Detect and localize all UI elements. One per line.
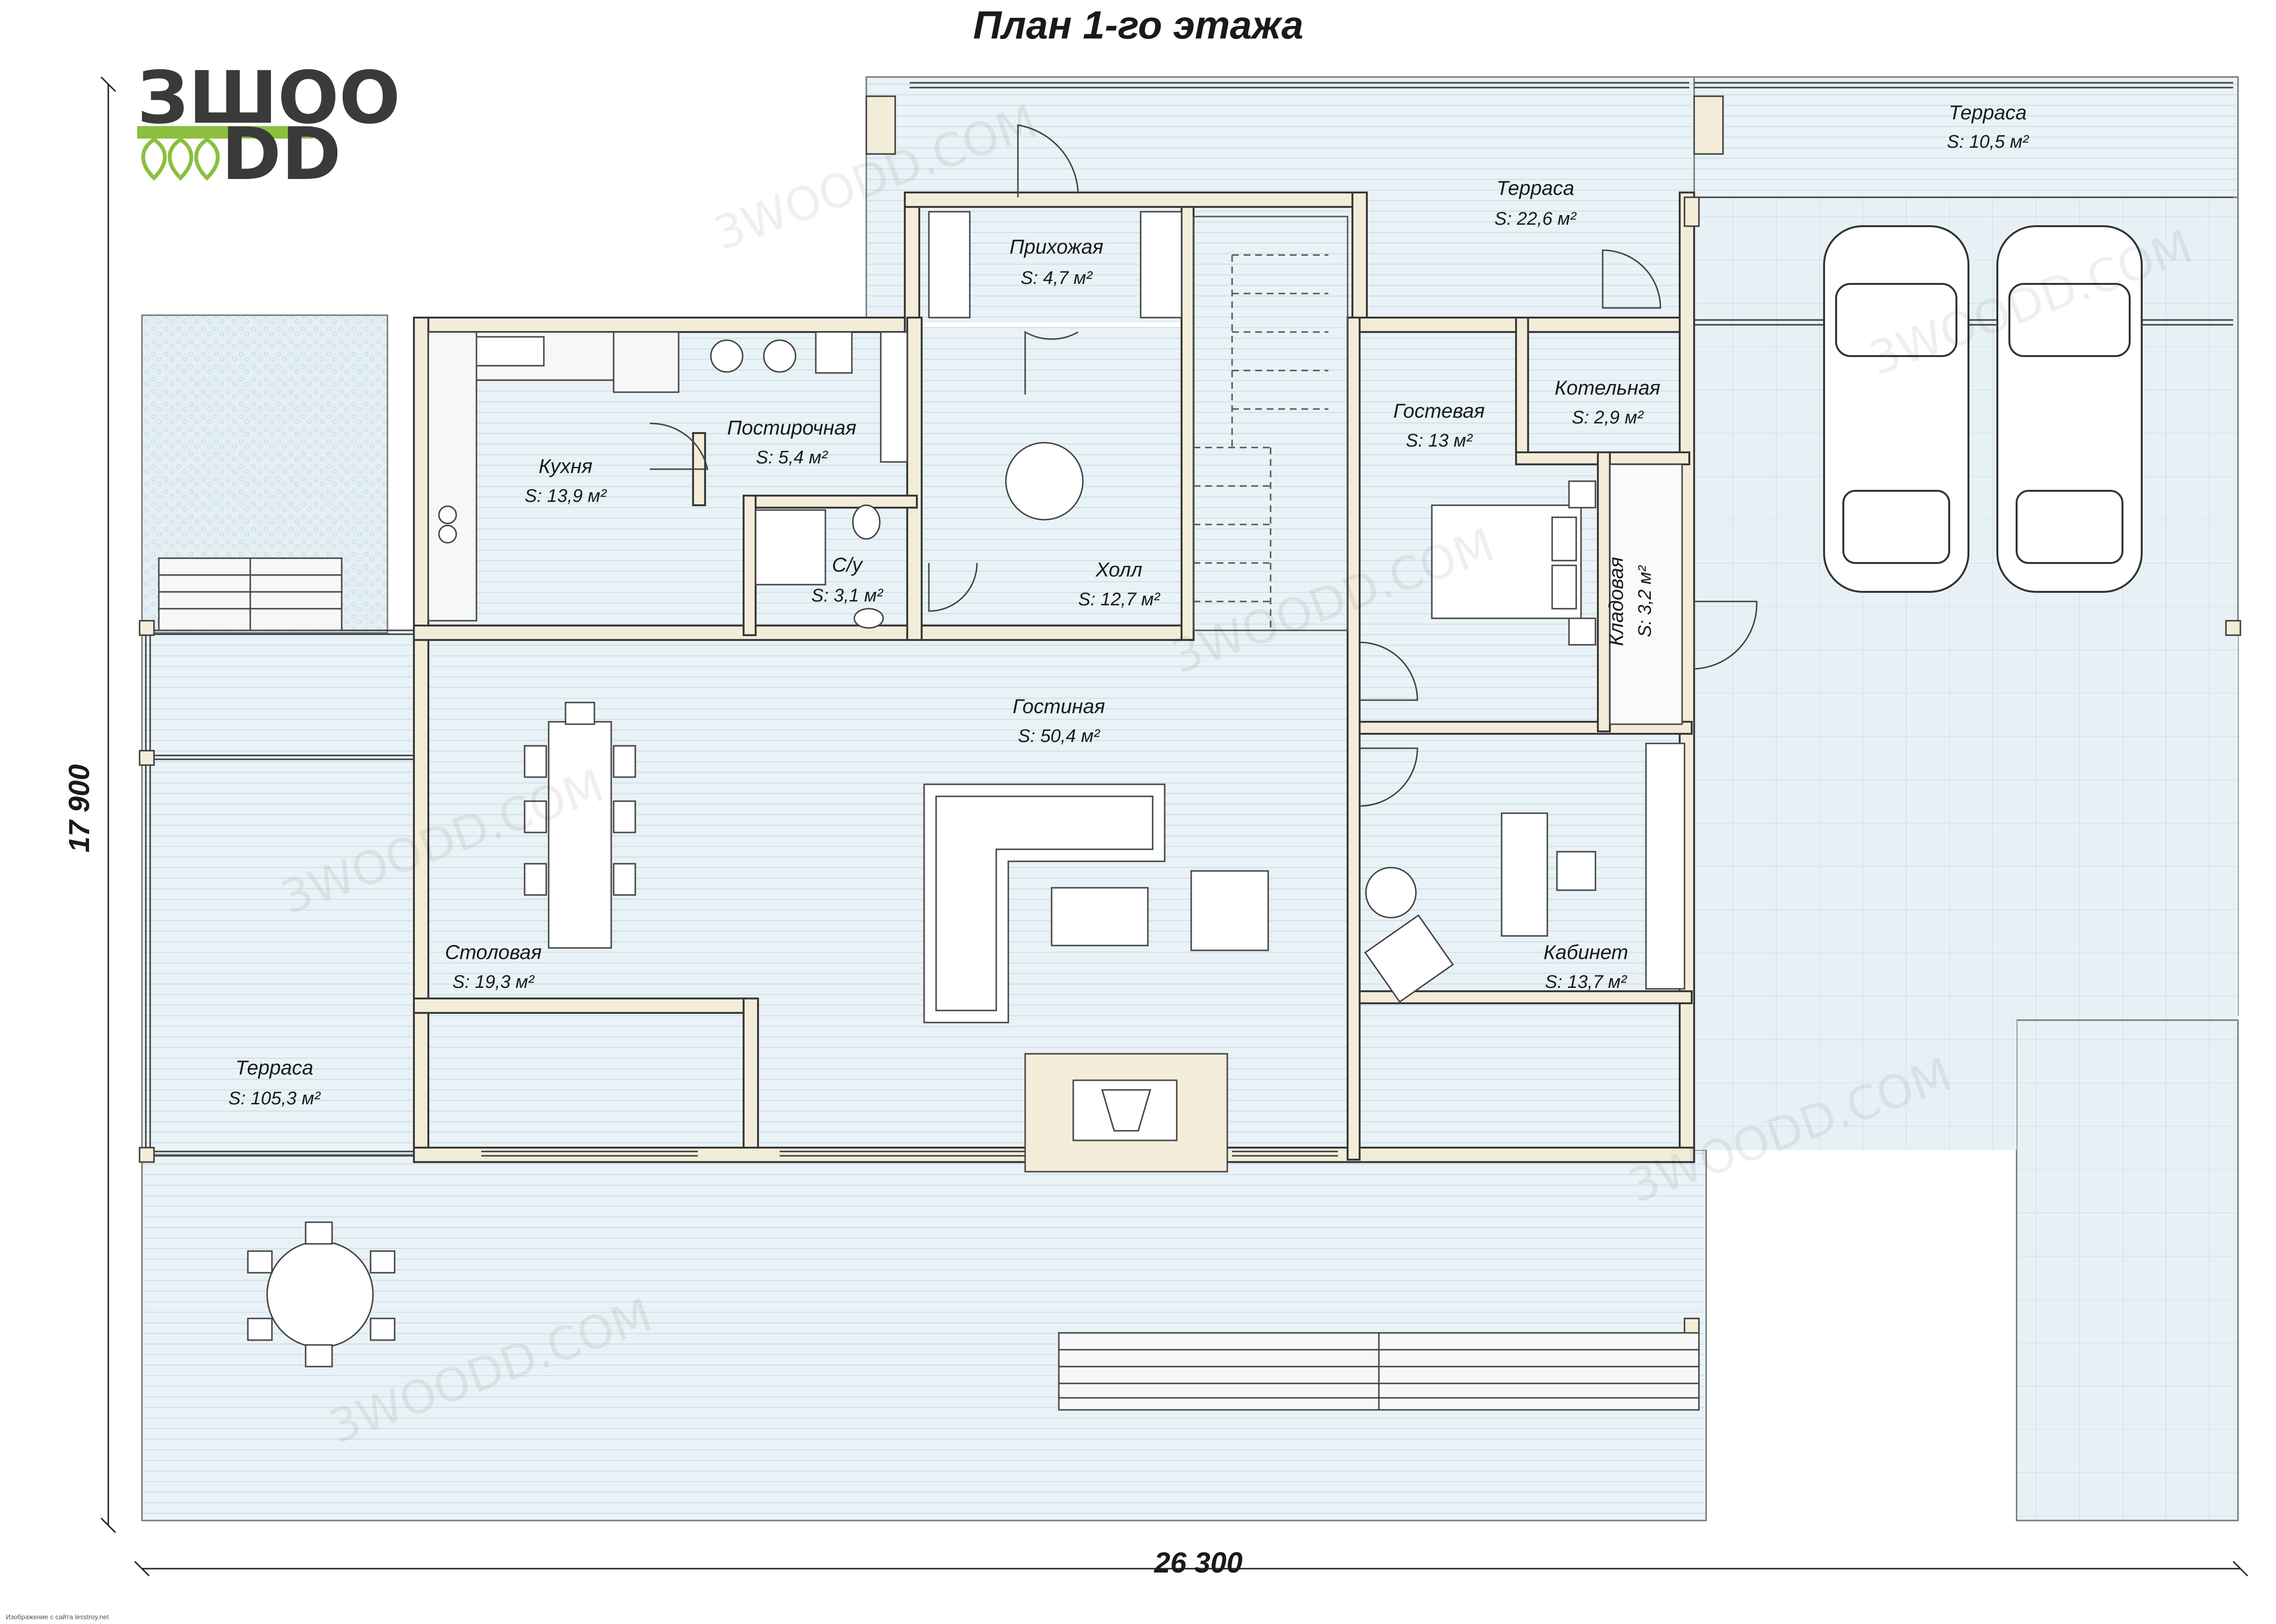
svg-text:Прихожая: Прихожая bbox=[1010, 235, 1104, 258]
room-boiler: Котельная S: 2,9 м² bbox=[1555, 376, 1660, 428]
room-labels: Терраса S: 10,5 м² Терраса S: 22,6 м² Пр… bbox=[229, 101, 2030, 1109]
office-armchair bbox=[1364, 914, 1454, 1003]
driveway-strip bbox=[2016, 1019, 2239, 1522]
room-terrace-left: Терраса S: 105,3 м² bbox=[229, 1056, 321, 1109]
dimension-width: 26 300 bbox=[1154, 1547, 1243, 1579]
washer bbox=[710, 339, 744, 373]
doors bbox=[649, 124, 1758, 807]
room-laundry: Постирочная S: 5,4 м² bbox=[727, 416, 857, 468]
svg-text:Терраса: Терраса bbox=[1949, 101, 2027, 124]
room-storage: Кладовая S: 3,2 м² bbox=[1605, 557, 1655, 646]
coffee-table bbox=[1051, 887, 1149, 946]
svg-text:Кухня: Кухня bbox=[539, 455, 592, 477]
furniture bbox=[158, 211, 1700, 1411]
dryer bbox=[763, 339, 797, 373]
svg-text:Терраса: Терраса bbox=[1496, 177, 1574, 199]
room-wc: С/у S: 3,1 м² bbox=[811, 553, 884, 606]
svg-text:S: 2,9 м²: S: 2,9 м² bbox=[1572, 408, 1644, 428]
svg-text:С/у: С/у bbox=[832, 553, 864, 576]
svg-text:S: 4,7 м²: S: 4,7 м² bbox=[1021, 268, 1093, 288]
sink-double bbox=[476, 336, 545, 367]
outdoor-table bbox=[266, 1240, 374, 1348]
room-living: Гостиная S: 50,4 м² bbox=[1013, 695, 1105, 746]
svg-text:S: 105,3 м²: S: 105,3 м² bbox=[229, 1088, 321, 1109]
svg-text:S: 50,4 м²: S: 50,4 м² bbox=[1018, 726, 1100, 746]
staircase bbox=[1193, 216, 1349, 631]
room-kitchen: Кухня S: 13,9 м² bbox=[525, 455, 607, 506]
svg-text:Терраса: Терраса bbox=[235, 1056, 313, 1079]
cooktop bbox=[438, 505, 457, 524]
svg-text:S: 22,6 м²: S: 22,6 м² bbox=[1494, 209, 1577, 229]
toilet bbox=[852, 504, 881, 540]
fridge bbox=[613, 331, 680, 393]
room-terrace-top: Терраса S: 22,6 м² bbox=[1494, 177, 1577, 229]
walls bbox=[413, 192, 1695, 1163]
pillars bbox=[139, 95, 2241, 1334]
windows bbox=[144, 82, 2233, 1157]
svg-text:S: 19,3 м²: S: 19,3 м² bbox=[452, 972, 535, 992]
svg-text:S: 13 м²: S: 13 м² bbox=[1406, 431, 1473, 451]
storage-shelf bbox=[1609, 463, 1683, 725]
dining-table bbox=[548, 721, 612, 949]
driveway-area bbox=[1694, 630, 2238, 1025]
svg-text:Кладовая: Кладовая bbox=[1605, 557, 1627, 646]
leaf-icon bbox=[141, 137, 220, 181]
office-round-table bbox=[1365, 867, 1417, 919]
wc-basin bbox=[853, 608, 884, 629]
carport-lower bbox=[1694, 1015, 2017, 1150]
logo: ЗШОО DD bbox=[137, 56, 400, 196]
room-dining: Столовая S: 19,3 м² bbox=[445, 941, 541, 992]
room-guest: Гостевая S: 13 м² bbox=[1393, 399, 1485, 451]
hall-table bbox=[1005, 442, 1084, 521]
kitchen-counter bbox=[427, 331, 477, 622]
svg-text:Гостевая: Гостевая bbox=[1393, 399, 1485, 422]
svg-text:S: 13,9 м²: S: 13,9 м² bbox=[525, 486, 607, 506]
room-terrace-top-right: Терраса S: 10,5 м² bbox=[1947, 101, 2029, 152]
dimension-height: 17 900 bbox=[63, 764, 95, 853]
logo-bottom-text: DD bbox=[221, 113, 341, 196]
office-wardrobe bbox=[1645, 742, 1685, 990]
svg-text:Котельная: Котельная bbox=[1555, 376, 1660, 399]
hallway-wardrobe-right bbox=[1140, 211, 1183, 319]
laundry-sink bbox=[815, 331, 853, 374]
svg-text:S: 5,4 м²: S: 5,4 м² bbox=[756, 448, 828, 468]
room-hallway: Прихожая S: 4,7 м² bbox=[1010, 235, 1104, 288]
shower bbox=[755, 509, 826, 586]
page-title: План 1-го этажа bbox=[973, 3, 1303, 47]
svg-text:Постирочная: Постирочная bbox=[727, 416, 857, 439]
office-chair bbox=[1556, 851, 1596, 891]
svg-text:Холл: Холл bbox=[1095, 558, 1143, 581]
armchair-living bbox=[1190, 870, 1269, 951]
svg-text:Кабинет: Кабинет bbox=[1543, 941, 1628, 963]
room-office: Кабинет S: 13,7 м² bbox=[1543, 941, 1628, 992]
svg-text:S: 3,2 м²: S: 3,2 м² bbox=[1635, 565, 1655, 637]
terrace-left-area bbox=[141, 629, 422, 1156]
svg-text:S: 10,5 м²: S: 10,5 м² bbox=[1947, 132, 2029, 152]
cars bbox=[1823, 225, 2143, 593]
room-hall: Холл S: 12,7 м² bbox=[1078, 558, 1160, 610]
svg-text:Гостиная: Гостиная bbox=[1013, 695, 1105, 717]
svg-text:S: 13,7 м²: S: 13,7 м² bbox=[1545, 972, 1627, 992]
hallway-wardrobe-left bbox=[928, 211, 971, 319]
svg-text:S: 3,1 м²: S: 3,1 м² bbox=[811, 586, 884, 606]
terrace-top-right-area bbox=[1693, 76, 2239, 198]
svg-text:Столовая: Столовая bbox=[445, 941, 541, 963]
dimension-lines bbox=[100, 76, 2249, 1577]
svg-text:S: 12,7 м²: S: 12,7 м² bbox=[1078, 589, 1160, 610]
wardrobe-laundry bbox=[880, 331, 908, 463]
image-credit: Изображение с сайта lesstroy.net bbox=[6, 1613, 109, 1621]
office-desk bbox=[1501, 812, 1548, 937]
